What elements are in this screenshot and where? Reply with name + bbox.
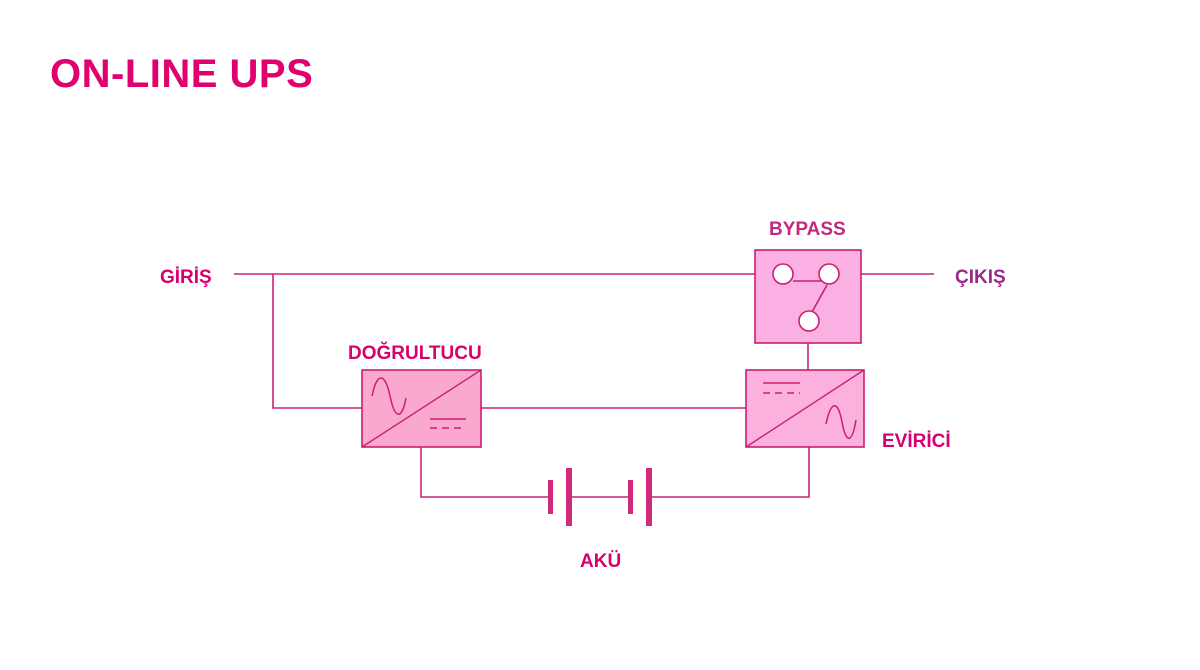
bypass-block xyxy=(754,249,862,344)
dc-symbol-icon xyxy=(430,418,466,429)
wire-battery-left xyxy=(420,447,550,498)
label-output: ÇIKIŞ xyxy=(955,267,1006,288)
ac-sine-icon xyxy=(825,405,857,439)
rectifier-block xyxy=(361,369,482,448)
wire-battery-right xyxy=(650,447,810,498)
dc-symbol-icon xyxy=(763,382,800,394)
label-inverter: EVİRİCİ xyxy=(882,431,951,452)
wire-input-branch xyxy=(272,274,362,409)
label-bypass: BYPASS xyxy=(769,219,846,240)
battery-icon xyxy=(548,468,652,526)
page-title: ON-LINE UPS xyxy=(50,52,314,96)
ac-sine-icon xyxy=(371,377,407,415)
label-input: GİRİŞ xyxy=(160,267,212,288)
label-battery: AKÜ xyxy=(580,551,621,572)
wires xyxy=(234,273,934,498)
switch-icon xyxy=(772,263,840,332)
label-rectifier: DOĞRULTUCU xyxy=(348,342,482,364)
inverter-block xyxy=(745,369,865,448)
